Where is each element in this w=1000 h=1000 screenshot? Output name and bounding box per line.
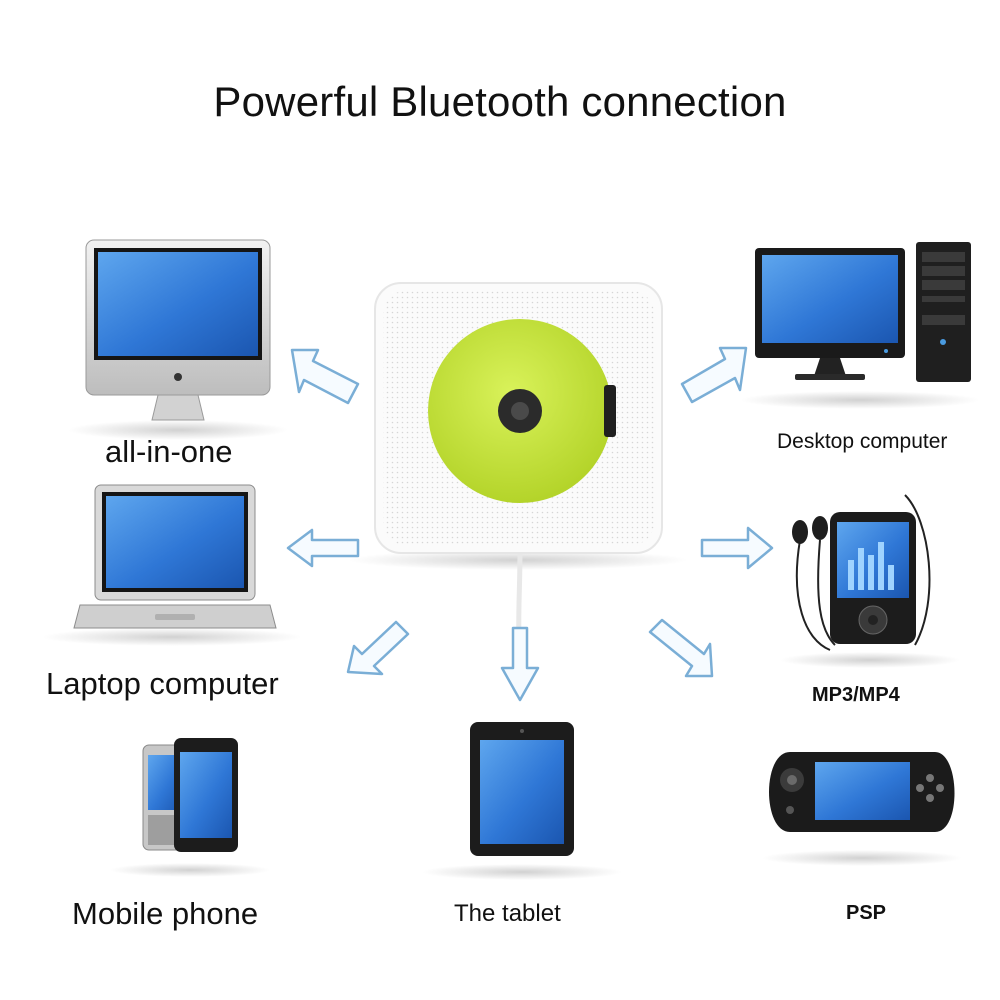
label-psp: PSP xyxy=(846,902,887,924)
mobile-phone-icon xyxy=(110,738,270,877)
label-the-tablet: The tablet xyxy=(454,900,561,927)
control-strip xyxy=(604,385,616,437)
cd-player xyxy=(348,282,688,641)
label-laptop-computer: Laptop computer xyxy=(46,666,279,701)
psp-icon xyxy=(762,752,962,866)
arrow-to-desktop xyxy=(680,346,748,404)
arrow-to-tablet xyxy=(500,626,540,702)
desktop-computer-icon xyxy=(740,242,980,409)
tablet-icon xyxy=(422,722,622,880)
mp3-mp4-player-icon xyxy=(780,494,960,668)
label-mobile-phone: Mobile phone xyxy=(72,896,259,931)
arrow-to-mp3 xyxy=(700,526,774,570)
laptop-icon xyxy=(42,484,302,646)
arrow-to-phone xyxy=(346,620,410,676)
arrow-to-all-in-one xyxy=(290,348,360,405)
arrow-to-psp xyxy=(648,618,714,678)
label-all-in-one: all-in-one xyxy=(105,434,233,469)
power-cable xyxy=(516,547,523,641)
page-title: Powerful Bluetooth connection xyxy=(213,78,787,125)
label-mp3-mp4: MP3/MP4 xyxy=(812,684,900,706)
all-in-one-icon xyxy=(68,239,288,440)
arrow-to-laptop xyxy=(286,528,360,568)
label-desktop-computer: Desktop computer xyxy=(777,430,948,453)
